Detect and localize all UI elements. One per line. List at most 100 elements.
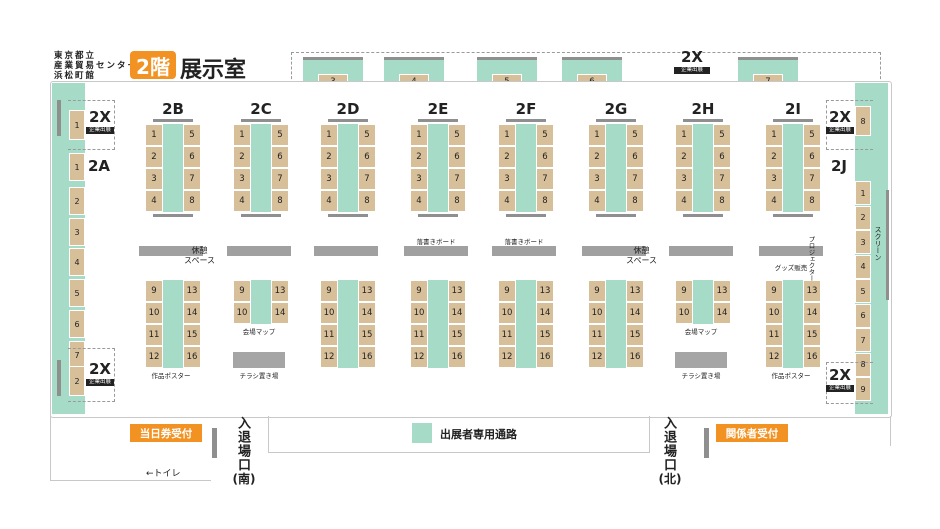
column-bottom-bar [153, 214, 193, 217]
top-booth-bar [738, 57, 798, 60]
same-day-reception: 当日券受付 [130, 424, 202, 442]
column-top-bar [506, 119, 546, 122]
booth: 14 [448, 302, 466, 324]
right-top-2x-sub: 企業出展 [826, 127, 854, 134]
right-bottom-2x-sub: 企業出展 [826, 385, 854, 392]
column-aisle-lower [251, 280, 271, 324]
column-label: 2I [784, 100, 802, 118]
booth: 9 [498, 280, 516, 302]
booth: 10 [675, 302, 693, 324]
column-note: 落書きボード [504, 238, 544, 246]
screen-label: スクリーン [874, 226, 882, 261]
flyer-rack [675, 352, 727, 368]
booth: 14 [536, 302, 554, 324]
booth: 3 [588, 168, 606, 190]
toilet-label: ←トイレ [146, 469, 181, 479]
booth: 2 [233, 146, 251, 168]
right-wall-booth: 5 [855, 279, 871, 303]
booth: 1 [145, 124, 163, 146]
column-top-bar [241, 119, 281, 122]
booth: 5 [536, 124, 554, 146]
column-top-bar [328, 119, 368, 122]
booth: 6 [536, 146, 554, 168]
rest-area-label-left: 休憩 スペース [184, 246, 216, 265]
booth: 7 [358, 168, 376, 190]
left-bottom-2x-box [68, 348, 115, 402]
booth: 12 [145, 346, 163, 368]
booth: 16 [626, 346, 644, 368]
bottom-corridor [268, 416, 650, 453]
top-2x-label: 2X [680, 48, 703, 66]
booth: 11 [498, 324, 516, 346]
room-title: 展示室 [180, 58, 247, 83]
booth: 1 [588, 124, 606, 146]
left-top-2x-sub: 企業出展 [86, 127, 114, 134]
booth: 4 [498, 190, 516, 212]
column-bottom-bar [596, 214, 636, 217]
booth: 10 [233, 302, 251, 324]
booth: 12 [588, 346, 606, 368]
booth: 10 [320, 302, 338, 324]
booth: 8 [271, 190, 289, 212]
projector-label: プロジェクター [807, 236, 815, 282]
right-wall-booth: 7 [855, 328, 871, 352]
column-aisle-upper [516, 124, 536, 212]
left-wall-booth: 3 [69, 218, 85, 246]
booth: 9 [588, 280, 606, 302]
left-wall-booth: 6 [69, 310, 85, 338]
top-booth-bar [477, 57, 537, 60]
column-bottom-bar [506, 214, 546, 217]
column-aisle-lower [516, 280, 536, 368]
column-aisle-lower [428, 280, 448, 368]
booth: 2 [765, 146, 783, 168]
rest-area-label-right: 休憩 スペース [626, 246, 658, 265]
booth: 1 [498, 124, 516, 146]
left-bottom-2x-sub: 企業出展 [86, 379, 114, 386]
booth: 13 [626, 280, 644, 302]
booth: 14 [803, 302, 821, 324]
booth: 7 [536, 168, 554, 190]
booth: 3 [498, 168, 516, 190]
booth: 3 [320, 168, 338, 190]
booth: 9 [145, 280, 163, 302]
column-top-bar [683, 119, 723, 122]
booth: 12 [765, 346, 783, 368]
booth: 2 [675, 146, 693, 168]
column-note: グッズ販売 [774, 264, 808, 272]
booth: 10 [498, 302, 516, 324]
north-entrance-direction: (北) [658, 472, 682, 486]
left-top-2x-box [68, 100, 115, 150]
booth: 10 [145, 302, 163, 324]
column-aisle-lower [693, 280, 713, 324]
middle-table [759, 246, 823, 256]
south-entrance-direction: (南) [232, 472, 256, 486]
booth: 8 [358, 190, 376, 212]
column-aisle-lower [783, 280, 803, 368]
left-wall-booth: 1 [69, 153, 85, 181]
left-top-2x-label: 2X [88, 108, 111, 126]
booth: 15 [448, 324, 466, 346]
booth: 14 [713, 302, 731, 324]
north-entrance-label: 入退場口 [661, 416, 676, 472]
top-booth-bar [562, 57, 622, 60]
booth: 1 [320, 124, 338, 146]
column-top-bar [153, 119, 193, 122]
right-wall-booth: 9 [855, 377, 871, 401]
column-aisle-lower [606, 280, 626, 368]
booth: 9 [320, 280, 338, 302]
booth: 15 [183, 324, 201, 346]
right-wall-booth: 8 [855, 106, 871, 136]
flyer-rack [233, 352, 285, 368]
screen-bar [886, 190, 889, 300]
booth: 13 [271, 280, 289, 302]
booth: 8 [536, 190, 554, 212]
column-aisle-lower [338, 280, 358, 368]
bottom-corridor-right [708, 416, 891, 446]
booth: 7 [183, 168, 201, 190]
right-top-2x-label: 2X [828, 108, 851, 126]
top-booth-bar [384, 57, 444, 60]
middle-table [227, 246, 291, 256]
booth: 1 [410, 124, 428, 146]
column-bottom-bar [241, 214, 281, 217]
right-wall-booth: 2 [855, 205, 871, 230]
